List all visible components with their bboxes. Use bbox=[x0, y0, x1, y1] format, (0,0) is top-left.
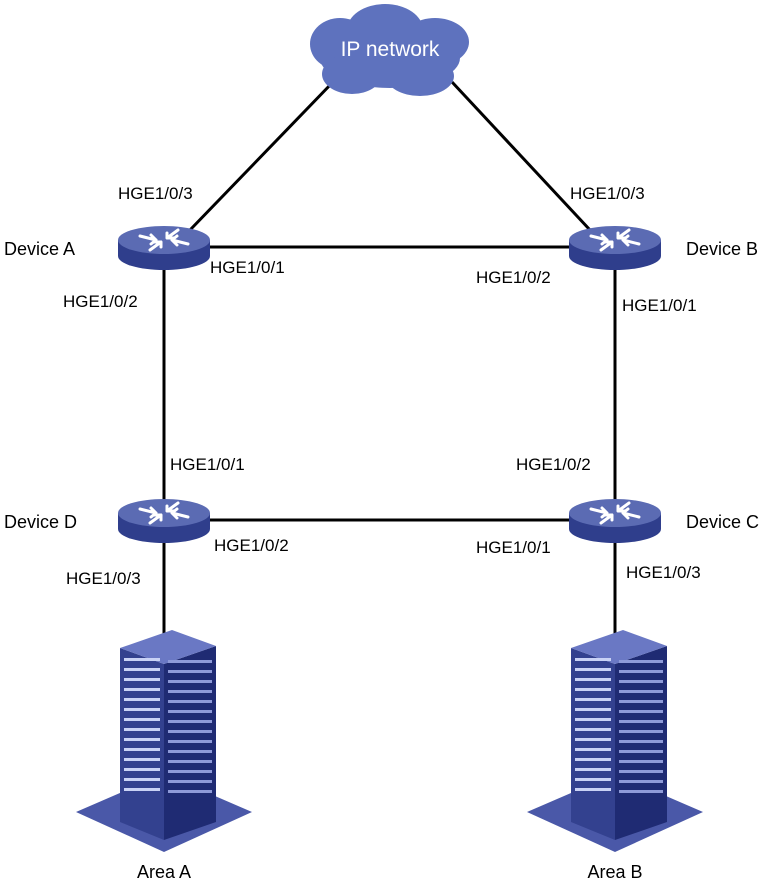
device-b-label: Device B bbox=[686, 239, 758, 259]
port-c-to-b: HGE1/0/2 bbox=[516, 455, 591, 474]
device-d-label: Device D bbox=[4, 512, 77, 532]
links bbox=[162, 80, 617, 640]
port-d-to-c: HGE1/0/2 bbox=[214, 536, 289, 555]
ip-network-cloud: IP network bbox=[310, 4, 469, 96]
device-d-icon bbox=[116, 497, 212, 545]
port-d-to-area: HGE1/0/3 bbox=[66, 569, 141, 588]
port-a-to-d: HGE1/0/2 bbox=[63, 292, 138, 311]
port-a-to-b: HGE1/0/1 bbox=[210, 258, 285, 277]
link-cloud-device-a bbox=[188, 80, 335, 232]
device-a-icon bbox=[116, 224, 212, 272]
area-b-label: Area B bbox=[587, 862, 642, 882]
port-c-to-d: HGE1/0/1 bbox=[476, 538, 551, 557]
link-cloud-device-b bbox=[450, 80, 592, 232]
device-c-icon bbox=[567, 497, 663, 545]
port-b-to-a: HGE1/0/2 bbox=[476, 268, 551, 287]
area-a-building-icon bbox=[76, 630, 252, 852]
port-b-cloud: HGE1/0/3 bbox=[570, 184, 645, 203]
port-c-to-area: HGE1/0/3 bbox=[626, 563, 701, 582]
area-b-building-icon bbox=[527, 630, 703, 852]
cloud-label: IP network bbox=[341, 38, 440, 61]
port-b-to-c: HGE1/0/1 bbox=[622, 296, 697, 315]
port-a-cloud: HGE1/0/3 bbox=[118, 184, 193, 203]
area-a-label: Area A bbox=[137, 862, 191, 882]
device-b-icon bbox=[567, 224, 663, 272]
device-a-label: Device A bbox=[4, 239, 75, 259]
port-d-to-a: HGE1/0/1 bbox=[170, 455, 245, 474]
device-c-label: Device C bbox=[686, 512, 759, 532]
